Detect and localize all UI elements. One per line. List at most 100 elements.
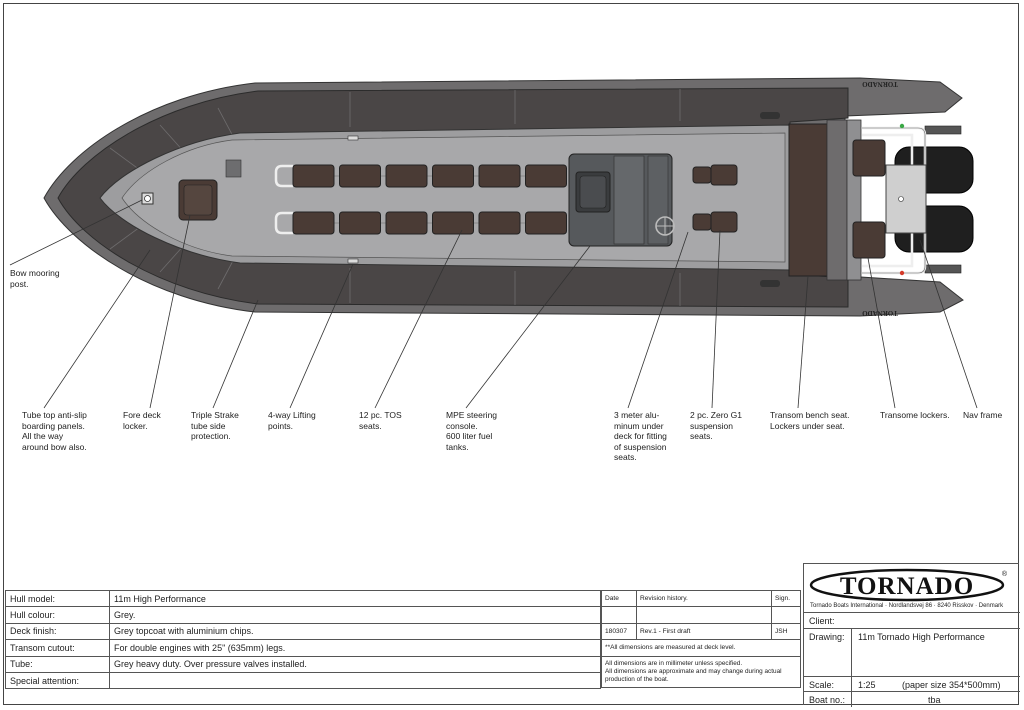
paper-size: (paper size 354*500mm) — [902, 680, 1001, 690]
rev-entry-date: 180307 — [601, 622, 637, 641]
tube-lettering-bottom: TORNADO — [862, 309, 898, 317]
callout-line: locker. — [123, 420, 148, 431]
drawing-frame — [3, 3, 1019, 705]
tos-seat — [525, 211, 567, 235]
tornado-logo: TORNADO ® — [809, 568, 1008, 602]
tos-seat — [292, 211, 335, 235]
callout-line: points. — [268, 420, 294, 431]
lifting-point-bottom — [347, 258, 359, 264]
callout-line: boarding panels. — [22, 420, 85, 431]
spec-label: Deck finish: — [5, 622, 110, 641]
tos-seat — [478, 164, 521, 188]
tos-seat — [385, 211, 428, 235]
callout-line: 4-way Lifting — [268, 410, 316, 420]
transome-locker-top — [852, 139, 886, 177]
callout-line: Bow mooring — [10, 268, 60, 278]
boat-no-label: Boat no.: — [809, 695, 846, 705]
boat-no-value: tba — [928, 695, 941, 705]
callout-line: Transom bench seat. — [770, 410, 850, 420]
client-label: Client: — [809, 616, 835, 626]
callout-line: around bow also. — [22, 441, 87, 452]
bottom-handle — [760, 280, 780, 287]
transome-locker-bottom — [852, 221, 886, 259]
rev-date-header: Date — [601, 589, 637, 608]
callout-line: minum under — [614, 420, 664, 431]
rev-entry-sign: JSH — [771, 622, 801, 641]
scale-row: Scale: 1:25 (paper size 354*500mm) — [804, 676, 1020, 693]
logo-text: TORNADO — [840, 573, 974, 600]
callout-line: Lockers under seat. — [770, 420, 845, 431]
drawing-row: Drawing: 11m Tornado High Performance — [804, 628, 1020, 677]
logo-registered: ® — [1002, 570, 1008, 578]
tube-lettering-top: TORNADO — [862, 80, 898, 88]
rev-note-units: All dimensions are in millimeter unless … — [605, 659, 743, 667]
spec-label: Hull model: — [5, 589, 110, 608]
deck-panel — [121, 132, 786, 263]
callout-line: of suspension — [614, 441, 667, 452]
callout-line: seats. — [690, 431, 713, 441]
anchor-well — [225, 159, 242, 178]
callout-line: 600 liter fuel — [446, 431, 493, 441]
rev-note-approx: All dimensions are approximate and may c… — [605, 667, 782, 683]
tos-seat — [432, 164, 474, 188]
spec-label: Transom cutout: — [5, 639, 110, 657]
leader-lines — [9, 199, 978, 409]
callout-line: post. — [10, 278, 29, 289]
transom-bench-seat — [788, 123, 828, 277]
spec-row: Transom cutout:For double engines with 2… — [5, 639, 601, 657]
callout-line: 2 pc. Zero G1 — [690, 410, 742, 420]
spec-value: Grey topcoat with aluminium chips. — [109, 622, 601, 641]
nav-light-red — [899, 270, 905, 276]
client-row: Client: — [804, 612, 1020, 628]
spec-value: 11m High Performance — [109, 589, 601, 608]
tos-seat — [292, 164, 335, 188]
callout-line: Tube top anti-slip — [22, 410, 87, 420]
rev-sign-header: Sign. — [771, 589, 801, 608]
tos-seat — [432, 211, 474, 235]
spec-label: Special attention: — [5, 671, 110, 690]
spec-value: For double engines with 25" (635mm) legs… — [109, 639, 601, 657]
top-handle — [760, 112, 780, 119]
company-address: Tornado Boats International · Nordlandsv… — [810, 603, 1004, 609]
spec-label: Hull colour: — [5, 606, 110, 624]
tos-seat — [525, 164, 567, 188]
callout-line: 3 meter alu- — [614, 410, 660, 420]
callout-line: tanks. — [446, 441, 469, 452]
tos-seat — [339, 211, 381, 235]
callout-transome-lockers: Transome lockers. — [880, 410, 950, 421]
spec-row: Deck finish:Grey topcoat with aluminium … — [5, 622, 601, 641]
rev-history-header: Revision history. — [636, 589, 772, 608]
scale-label: Scale: — [809, 680, 835, 690]
spec-row: Tube:Grey heavy duty. Over pressure valv… — [5, 655, 601, 673]
boat-plan-drawing: TORNADO TORNADO — [9, 77, 978, 409]
drawing-label: Drawing: — [809, 632, 845, 642]
title-block: TORNADO ® Tornado Boats International · … — [803, 563, 1020, 707]
callout-line: tube side — [191, 420, 226, 431]
spec-label: Tube: — [5, 655, 110, 673]
spec-value: Grey heavy duty. Over pressure valves in… — [109, 655, 601, 673]
spec-value — [109, 671, 601, 690]
callout-line: MPE steering — [446, 410, 498, 420]
tos-seat — [478, 211, 521, 235]
spec-value: Grey. — [109, 606, 601, 624]
scale-value: 1:25 — [858, 680, 876, 690]
callout-line: seats. — [614, 452, 637, 462]
rev-note-deck: **All dimensions are measured at deck le… — [601, 639, 801, 657]
callout-line: All the way — [22, 431, 64, 441]
callout-line: suspension — [690, 420, 734, 431]
boat-no-row: Boat no.: tba — [804, 691, 1020, 707]
spec-row: Special attention: — [5, 671, 601, 690]
spec-row: Hull model:11m High Performance — [5, 589, 601, 608]
zero-g1-seats — [692, 164, 738, 233]
callout-line: Fore deck — [123, 410, 161, 420]
callout-line: seats. — [359, 420, 382, 431]
